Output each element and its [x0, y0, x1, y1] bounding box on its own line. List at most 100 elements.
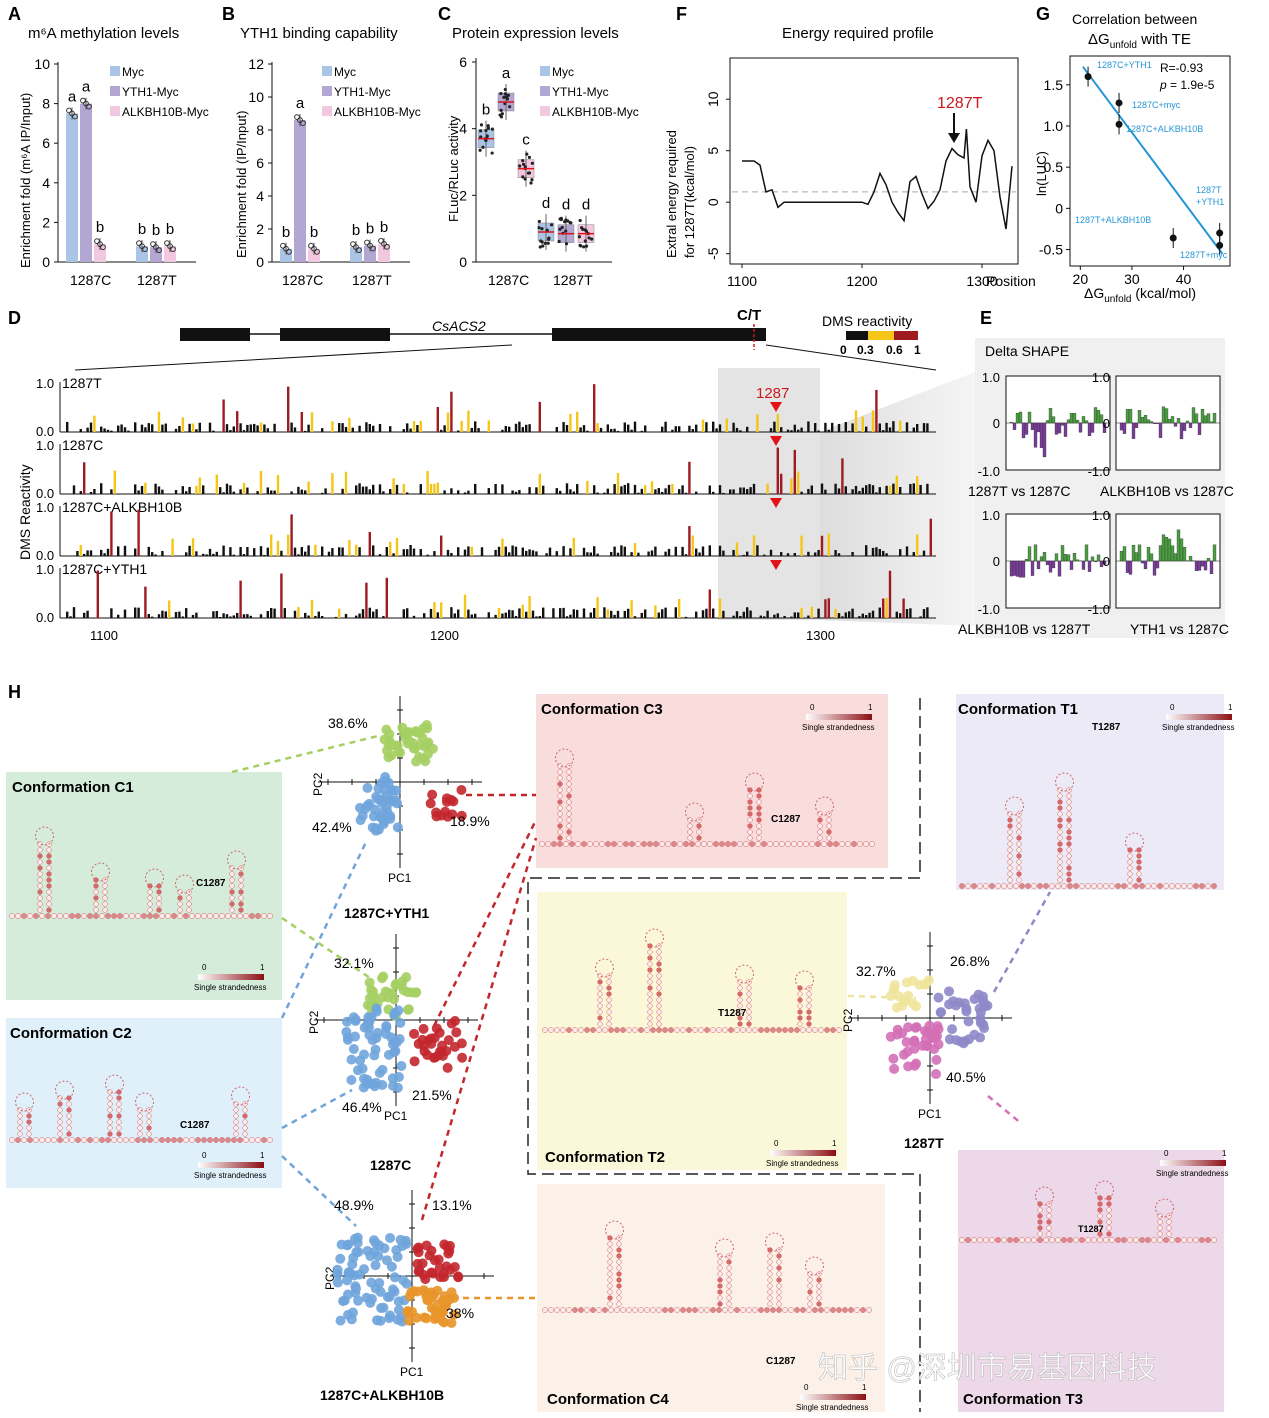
dms-bar	[389, 541, 392, 556]
nucleotide	[632, 1307, 638, 1313]
nucleotide	[687, 835, 693, 841]
dms-bar	[229, 485, 232, 494]
nucleotide	[37, 859, 43, 865]
nucleotide	[1055, 1237, 1061, 1243]
nucleotide	[229, 883, 235, 889]
nucleotide	[572, 1027, 578, 1033]
data-point	[582, 245, 586, 249]
nucleotide	[807, 1283, 813, 1289]
scale-tick: 0	[774, 1139, 779, 1148]
nucleotide	[756, 793, 762, 799]
dms-bar	[511, 490, 514, 494]
nucleotide	[177, 913, 183, 919]
dms-bar	[705, 422, 708, 432]
dms-xtick: 1200	[430, 628, 459, 643]
dms-bar	[776, 413, 779, 432]
dms-bar	[766, 483, 769, 494]
dms-bar	[535, 487, 538, 494]
dms-bar	[776, 447, 779, 494]
dms-bar	[912, 552, 915, 556]
delta-bar	[1140, 560, 1145, 564]
nucleotide	[816, 1295, 822, 1301]
dms-bar	[535, 551, 538, 556]
nucleotide	[848, 1307, 854, 1313]
scale-tick: 1	[1222, 1149, 1227, 1158]
dms-bar	[280, 573, 283, 618]
dms-bar	[769, 549, 773, 556]
nucleotide	[1037, 1213, 1043, 1219]
dms-bar	[327, 551, 331, 556]
nucleotide	[1007, 835, 1013, 841]
nucleotide	[177, 907, 183, 913]
dms-legend-tick: 0.6	[886, 343, 903, 357]
dms-bar	[368, 531, 371, 556]
dms-bar	[66, 611, 69, 618]
legend-swatch-alk	[322, 106, 332, 116]
panel-g-xlabel: ΔGunfold (kcal/mol)	[1084, 285, 1196, 305]
nucleotide	[616, 1301, 622, 1307]
hairpin-loop	[231, 1086, 250, 1106]
ytick-label: 1.5	[1044, 77, 1064, 93]
dms-bar	[565, 424, 569, 432]
xtick-label: 30	[1124, 271, 1140, 287]
dms-bar	[569, 489, 572, 494]
dms-bar	[800, 491, 803, 494]
data-point	[540, 227, 544, 231]
dms-bar	[378, 484, 382, 494]
dms-bar	[681, 485, 684, 494]
nucleotide	[854, 1307, 860, 1313]
scale-tick: 0	[1170, 703, 1175, 712]
nucleotide	[195, 913, 201, 919]
delta-label-2: ALKBH10B vs 1287C	[1100, 483, 1234, 499]
nucleotide	[743, 841, 749, 847]
nucleotide	[46, 871, 52, 877]
dms-bar	[814, 552, 817, 556]
xtick-label: 1200	[846, 273, 877, 289]
track-tick-1: 1.0	[36, 376, 54, 391]
hairpin-loop	[35, 826, 54, 846]
nucleotide	[746, 985, 752, 991]
dms-bar	[623, 484, 626, 494]
dms-bar	[627, 483, 630, 494]
dms-bar	[756, 414, 759, 432]
nucleotide	[129, 1137, 135, 1143]
nucleotide	[116, 1125, 122, 1131]
nucleotide	[726, 1277, 732, 1283]
pca-axis-label-pc1: PC1	[400, 1365, 424, 1379]
dms-bar	[453, 613, 456, 618]
dms-bar	[559, 490, 562, 494]
hairpin-loop	[595, 958, 614, 978]
data-point	[568, 220, 572, 225]
data-point	[300, 120, 306, 126]
dms-bar	[297, 554, 300, 556]
nucleotide	[800, 1307, 806, 1313]
dms-bar	[746, 426, 749, 432]
nucleotide	[1067, 883, 1073, 889]
nucleotide	[1139, 883, 1145, 889]
panel-g-stat-r: R=-0.93	[1160, 61, 1203, 75]
nucleotide	[17, 1125, 23, 1131]
nucleotide	[557, 787, 563, 793]
dms-bar	[273, 423, 276, 432]
nucleotide	[87, 913, 93, 919]
nucleotide	[1016, 823, 1022, 829]
nucleotide	[578, 1027, 584, 1033]
nucleotide	[1157, 1219, 1163, 1225]
nucleotide	[1145, 883, 1151, 889]
dms-legend-tick: 0.3	[857, 343, 874, 357]
data-point	[353, 244, 359, 251]
dms-bar	[368, 607, 371, 618]
dms-bar	[212, 553, 215, 556]
pca-point	[354, 1269, 365, 1280]
dms-bar	[514, 616, 518, 618]
ytick-label: 2	[459, 187, 467, 203]
nucleotide	[752, 1027, 758, 1033]
dms-bar	[402, 609, 405, 618]
nucleotide	[1007, 877, 1013, 883]
nucleotide	[767, 1253, 773, 1259]
significance-letter: b	[482, 102, 490, 119]
delta-bar	[1134, 422, 1139, 428]
nucleotide	[102, 901, 108, 907]
ytick-label: 6	[256, 155, 264, 171]
